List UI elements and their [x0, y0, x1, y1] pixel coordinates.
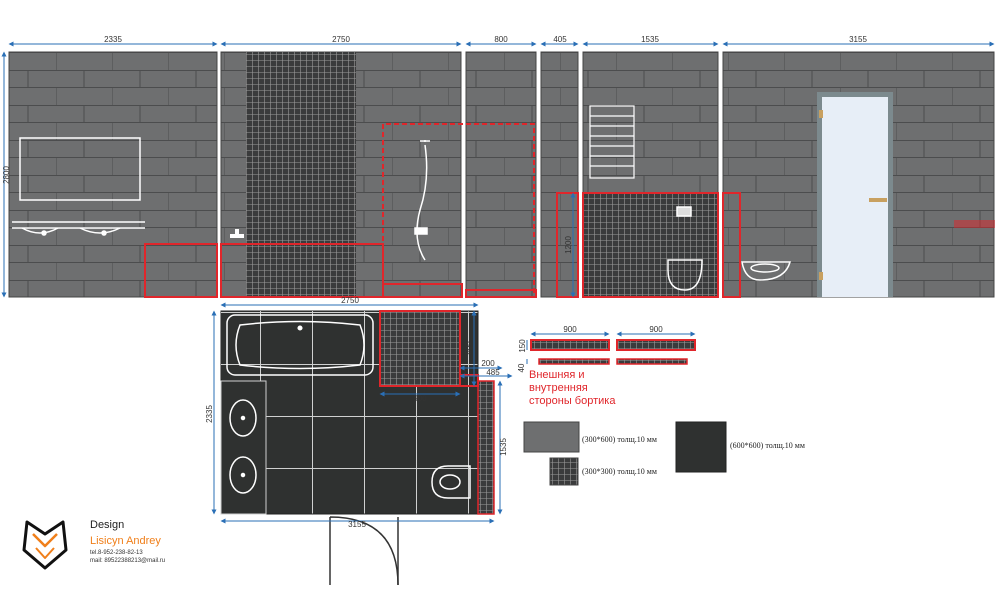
- dim-tile-height: 1200: [564, 236, 573, 254]
- right-mosaic-strip: [478, 381, 494, 514]
- dim-wall-3: 800: [494, 35, 508, 44]
- plan-dim-shower-side: 800: [464, 341, 473, 355]
- dark-tile-swatch: [675, 421, 727, 473]
- legend-label-dark: (600*600) толщ.10 мм: [730, 441, 805, 450]
- toilet-plan-icon: [431, 465, 471, 499]
- curb-strip-2: [616, 339, 696, 351]
- plan-dim-bottom: 3155: [348, 520, 366, 529]
- wall-panel-4: [540, 51, 579, 298]
- legend-label-mosaic: (300*300) толщ.10 мм: [582, 467, 657, 476]
- dim-wall-5: 1535: [641, 35, 659, 44]
- bath-faucet-icon: [230, 229, 244, 238]
- brand-mail: mail: 89522388213@mail.ru: [90, 558, 165, 564]
- floor-plan: 2750 2335 800 900 200 485 1535 3155: [205, 296, 513, 586]
- dim-wall-2: 2750: [332, 35, 350, 44]
- legend-label-light: (300*600) толщ.10 мм: [582, 435, 657, 444]
- towel-warmer-icon: [589, 105, 635, 179]
- curb-detail: 900 900 150 40 Внешняя и внутренняя стор…: [517, 325, 696, 407]
- wall-hung-toilet-icon: [667, 206, 703, 291]
- fox-logo-icon: [22, 520, 68, 570]
- curb-dim-thickness: 40: [517, 363, 526, 372]
- curb-note-line-3: стороны бортика: [529, 395, 616, 407]
- curb-strip-4: [616, 358, 688, 365]
- plan-dim-right: 1535: [499, 438, 508, 456]
- wall-elevations: 2335 2750 800 405 1535 3155 2800 1200: [1, 35, 995, 298]
- floor-sinks-icon: [229, 399, 257, 494]
- vanity-icon: [12, 137, 145, 236]
- plan-dimension-lines: [211, 302, 513, 524]
- vanity-top: [220, 380, 267, 515]
- wall-panel-3: [465, 51, 537, 298]
- dim-wall-4: 405: [553, 35, 567, 44]
- plan-dim-step-a: 200: [481, 359, 495, 368]
- mosaic-lower-panel-5: [583, 193, 718, 297]
- curb-dim-height: 150: [518, 339, 527, 353]
- tile-legend: (300*600) толщ.10 мм (300*300) толщ.10 м…: [523, 421, 805, 486]
- shower-hose-icon: [414, 140, 430, 261]
- designer-logo: Design Lisicyn Andrey tel.8-952-238-82-1…: [22, 519, 165, 570]
- curb-dim-b: 900: [649, 325, 663, 334]
- brand-name: Lisicyn Andrey: [90, 535, 161, 547]
- glass-door-icon: [817, 92, 893, 297]
- shower-tray-mosaic: [380, 311, 460, 386]
- dim-wall-height: 2800: [2, 166, 11, 184]
- mosaic-strip: [246, 52, 356, 297]
- elevation-dimension-lines: [1, 41, 995, 298]
- plan-dim-top: 2750: [341, 296, 359, 305]
- wall-panel-1: [8, 51, 218, 298]
- door-swing-icon: [329, 516, 399, 586]
- curb-dimension-lines: [526, 331, 696, 364]
- plan-dim-step-b: 485: [486, 368, 500, 377]
- light-tile-swatch: [523, 421, 580, 453]
- dim-wall-6: 3155: [849, 35, 867, 44]
- plan-dim-shower-bottom: 900: [413, 394, 427, 403]
- curb-note-line-2: внутренняя: [529, 382, 588, 394]
- red-highlight-lines: [144, 123, 995, 298]
- plan-dim-left: 2335: [205, 405, 214, 423]
- curb-strip-1: [530, 339, 610, 351]
- dim-wall-1: 2335: [104, 35, 122, 44]
- bathtub-area: [221, 311, 377, 379]
- brand-title: Design: [90, 519, 124, 531]
- brand-phone: tel.8-952-238-82-13: [90, 550, 143, 556]
- curb-note-line-1: Внешняя и: [529, 369, 585, 381]
- curb-strip-3: [538, 358, 610, 365]
- bathtub-icon: [226, 314, 374, 376]
- wall-basin-icon: [741, 261, 791, 281]
- mosaic-tile-swatch: [549, 457, 579, 486]
- curb-dim-a: 900: [563, 325, 577, 334]
